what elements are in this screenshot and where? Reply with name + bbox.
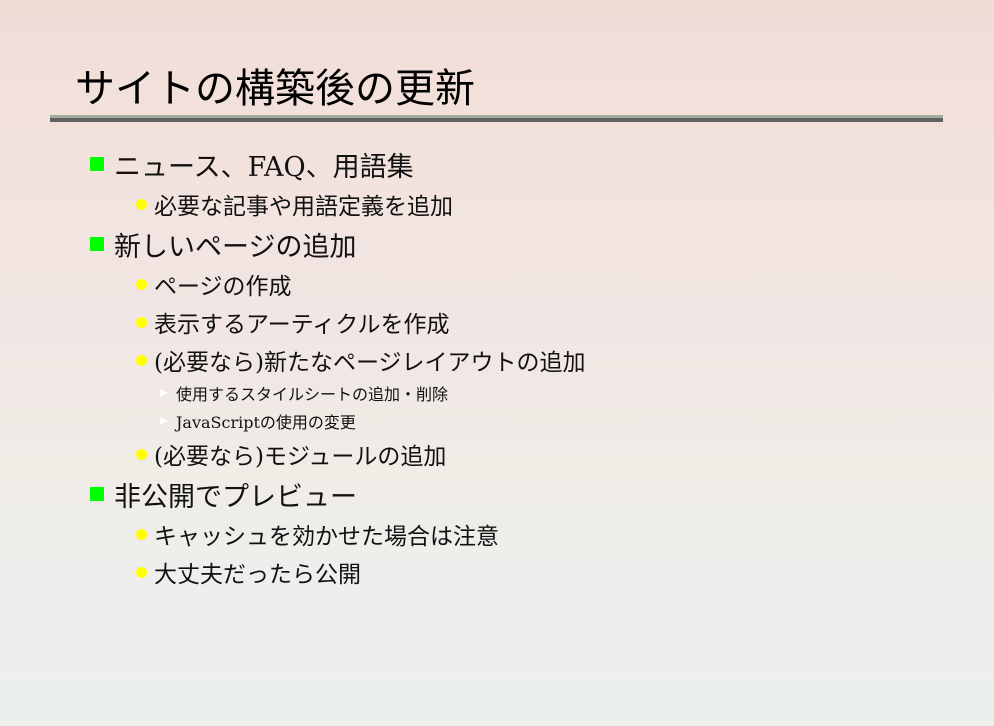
item-text: (必要なら)モジュールの追加: [154, 444, 447, 470]
item-text: 非公開でプレビュー: [114, 481, 357, 513]
item-text: JavaScriptの使用の変更: [176, 413, 356, 432]
list-item: 使用するスタイルシートの追加・削除: [90, 379, 586, 407]
circle-bullet-icon: [136, 198, 147, 210]
list-item: キャッシュを効かせた場合は注意: [90, 515, 586, 553]
item-text: 新しいページの追加: [114, 231, 357, 263]
square-bullet-icon: [90, 157, 104, 171]
slide-title: サイトの構築後の更新: [75, 66, 475, 112]
title-divider-light: [50, 115, 943, 118]
bullet-list: ニュース、FAQ、用語集 必要な記事や用語定義を追加 新しいページの追加 ページ…: [90, 143, 586, 591]
list-item: JavaScriptの使用の変更: [90, 407, 586, 435]
circle-bullet-icon: [136, 278, 147, 290]
list-item: 大丈夫だったら公開: [90, 553, 586, 591]
circle-bullet-icon: [136, 566, 147, 578]
list-item: ニュース、FAQ、用語集: [90, 143, 586, 185]
square-bullet-icon: [90, 487, 104, 501]
item-text: ページの作成: [154, 274, 292, 300]
circle-bullet-icon: [136, 354, 147, 366]
item-text: ニュース、FAQ、用語集: [114, 151, 414, 183]
list-item: 非公開でプレビュー: [90, 473, 586, 515]
title-divider-dark: [50, 118, 943, 122]
square-bullet-icon: [90, 237, 104, 251]
list-item: (必要なら)モジュールの追加: [90, 435, 586, 473]
triangle-bullet-icon: [160, 389, 168, 397]
list-item: ページの作成: [90, 265, 586, 303]
item-text: (必要なら)新たなページレイアウトの追加: [154, 350, 586, 376]
item-text: 表示するアーティクルを作成: [154, 312, 450, 338]
triangle-bullet-icon: [160, 417, 168, 425]
list-item: 表示するアーティクルを作成: [90, 303, 586, 341]
list-item: 新しいページの追加: [90, 223, 586, 265]
circle-bullet-icon: [136, 448, 147, 460]
list-item: 必要な記事や用語定義を追加: [90, 185, 586, 223]
circle-bullet-icon: [136, 316, 147, 328]
item-text: 大丈夫だったら公開: [154, 562, 361, 588]
item-text: 使用するスタイルシートの追加・削除: [176, 385, 449, 404]
item-text: キャッシュを効かせた場合は注意: [154, 524, 499, 550]
circle-bullet-icon: [136, 528, 147, 540]
item-text: 必要な記事や用語定義を追加: [154, 194, 453, 220]
list-item: (必要なら)新たなページレイアウトの追加: [90, 341, 586, 379]
